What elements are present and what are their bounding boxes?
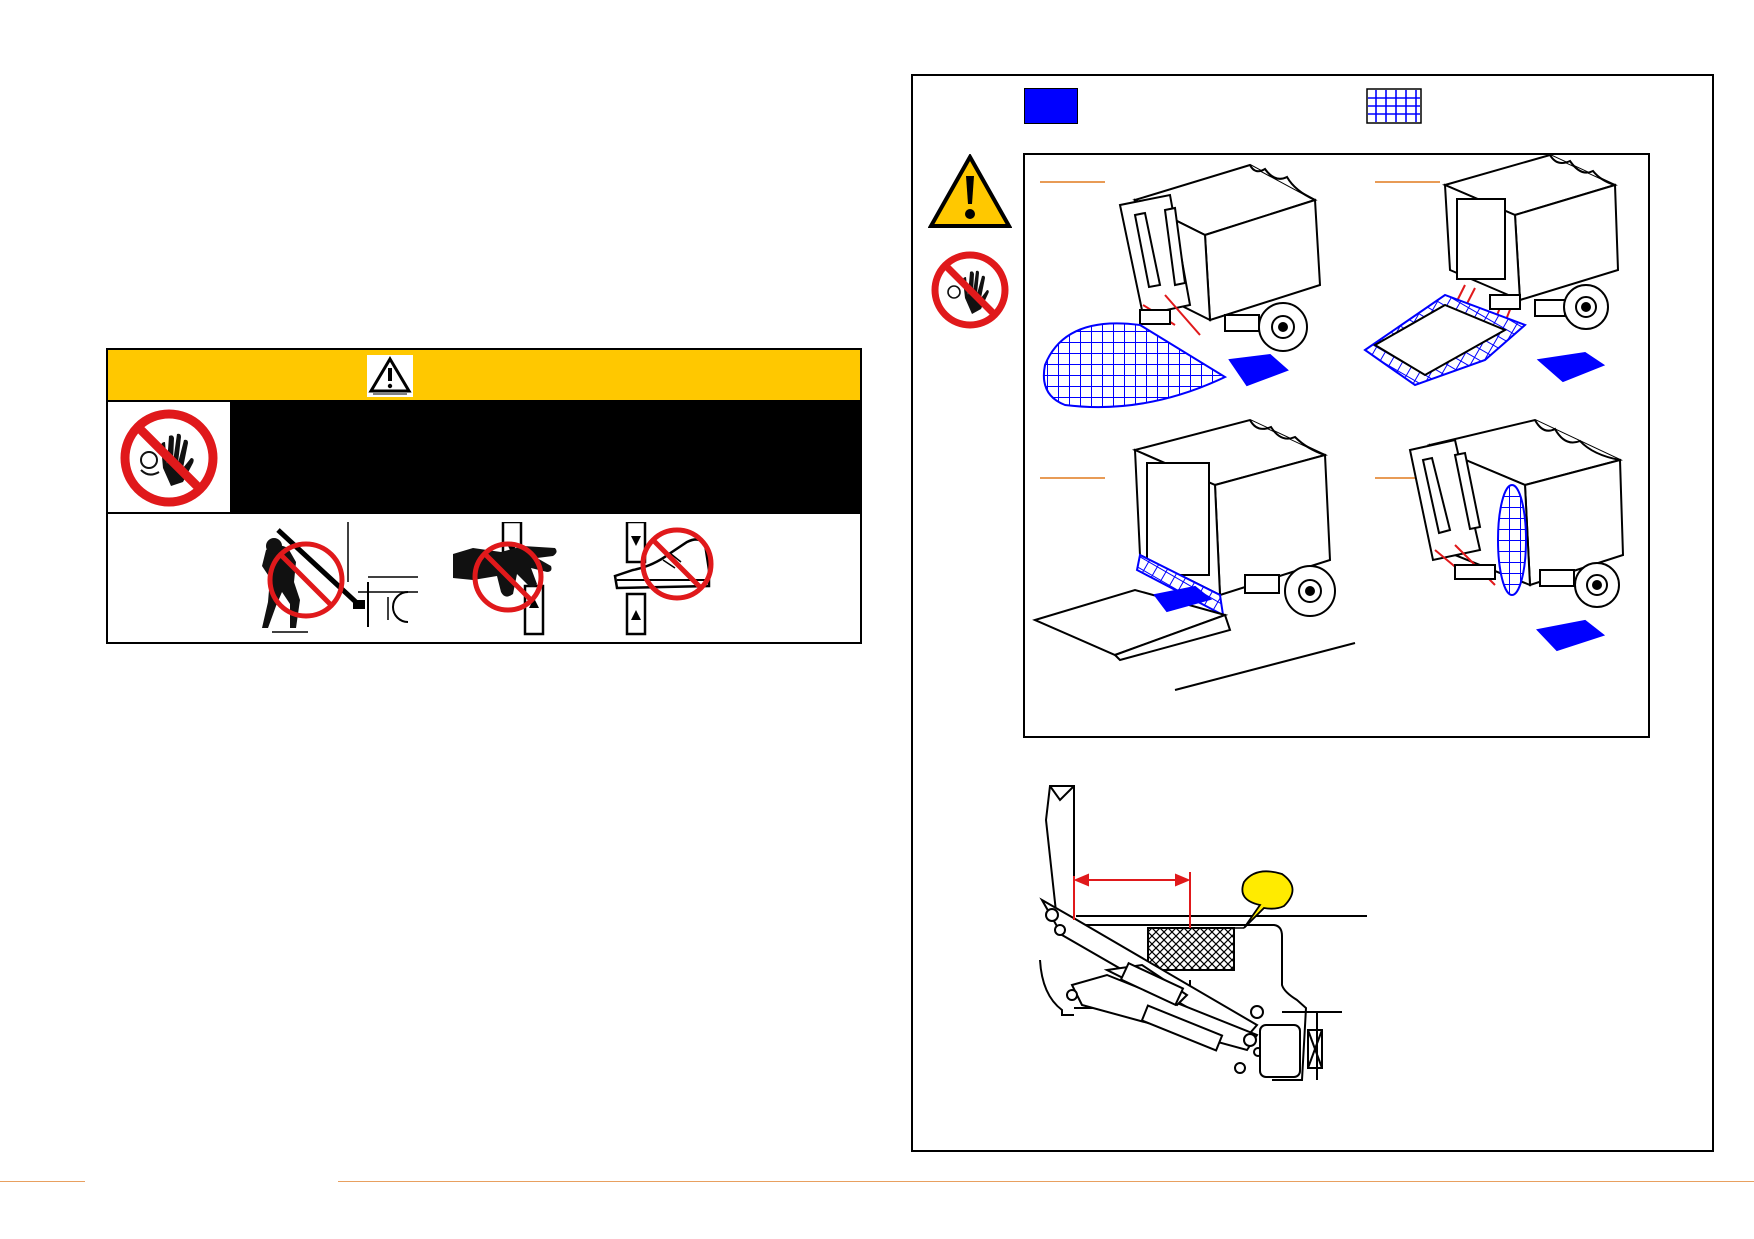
crush-foot-pictogram xyxy=(613,522,714,636)
footer-rule-left xyxy=(0,1181,85,1182)
warning-triangle-icon xyxy=(928,154,1012,228)
no-leaning-pictogram xyxy=(262,522,418,633)
scenario-c xyxy=(1032,418,1356,691)
divider xyxy=(108,512,860,514)
warning-header-band xyxy=(108,350,860,402)
footer-rule-right xyxy=(338,1181,1754,1182)
warning-symbol-cell xyxy=(108,402,230,512)
scenario-illustrations xyxy=(1032,155,1625,691)
scenario-a xyxy=(1043,163,1322,409)
hazard-zone-panel xyxy=(911,74,1714,1152)
scenario-b xyxy=(1363,155,1620,387)
tail-lift-side-view xyxy=(1039,785,1367,1081)
warning-text-panel xyxy=(230,402,860,512)
crush-hand-pictogram xyxy=(453,522,557,636)
no-touch-icon xyxy=(931,251,1009,329)
legend-hatched-zone-swatch xyxy=(1366,88,1422,124)
legend-solid-zone-swatch xyxy=(1024,88,1078,124)
no-touch-icon xyxy=(120,409,218,507)
scenario-d xyxy=(1408,418,1625,652)
scenario-frame xyxy=(1023,153,1650,738)
warning-triangle-icon xyxy=(367,355,413,397)
warning-label xyxy=(106,348,862,644)
